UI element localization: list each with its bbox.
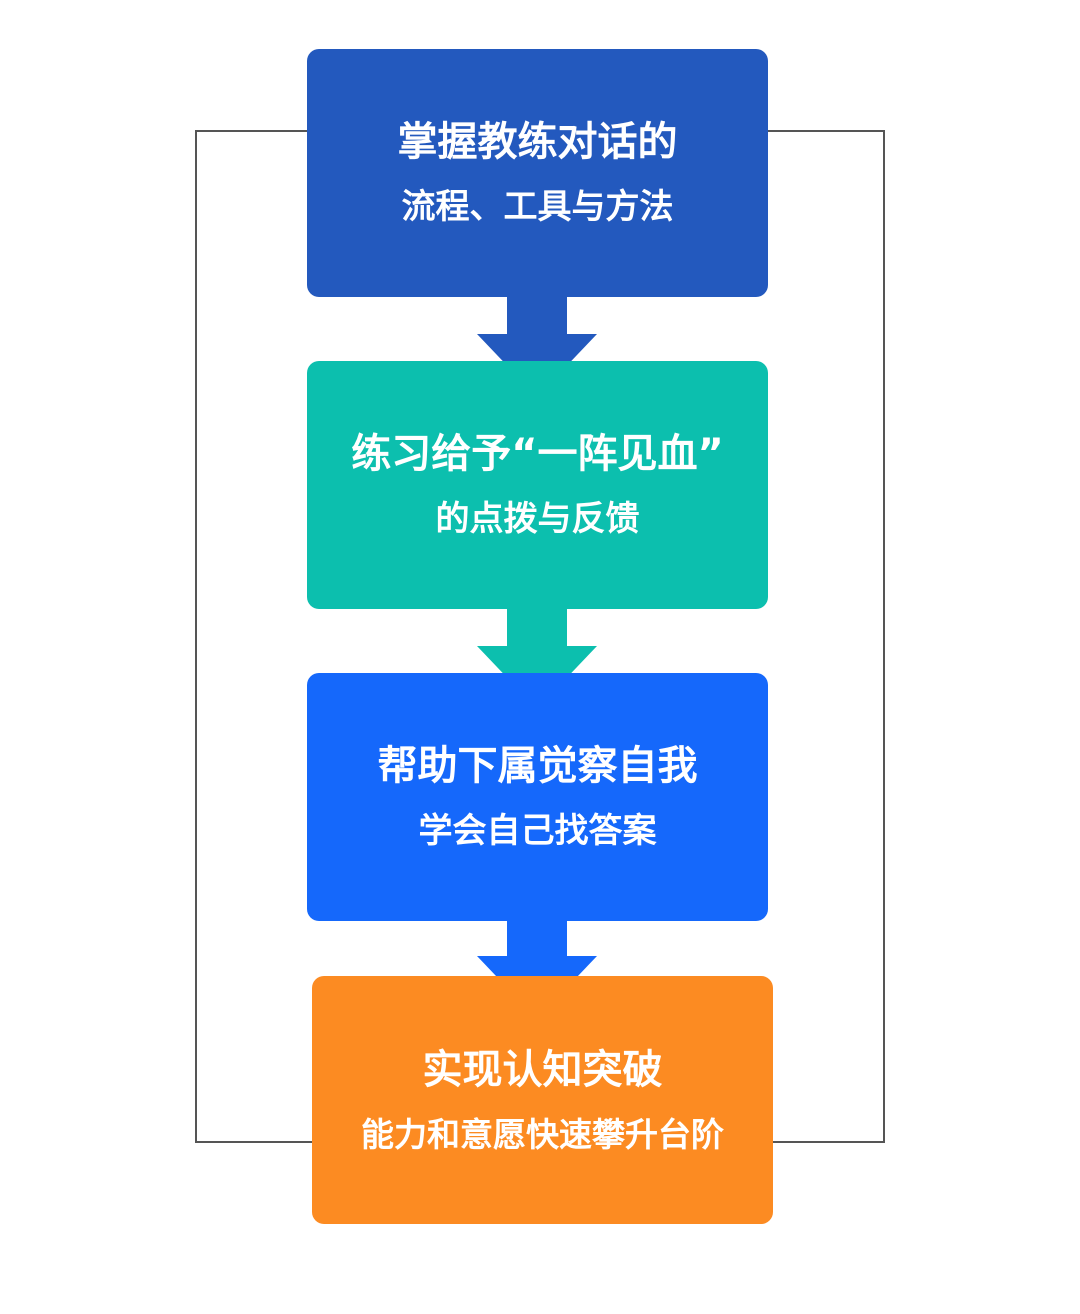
step-3-title: 帮助下属觉察自我 [377,743,698,789]
arrow-step1-to-step2 [477,296,597,397]
step-box-1: 掌握教练对话的 流程、工具与方法 [307,49,768,297]
step-4-title: 实现认知突破 [422,1046,663,1093]
step-1-title: 掌握教练对话的 [397,119,678,165]
arrow-step3-to-step4 [477,920,597,1019]
step-box-3: 帮助下属觉察自我 学会自己找答案 [307,673,768,921]
step-3-subtitle: 学会自己找答案 [418,811,657,851]
step-box-4: 实现认知突破 能力和意愿快速攀升台阶 [312,976,773,1224]
step-box-2: 练习给予“一阵见血” 的点拨与反馈 [307,361,768,609]
arrow-step2-to-step3 [477,608,597,709]
step-4-subtitle: 能力和意愿快速攀升台阶 [361,1114,724,1154]
step-2-subtitle: 的点拨与反馈 [435,499,640,539]
step-1-subtitle: 流程、工具与方法 [401,187,674,227]
step-2-title: 练习给予“一阵见血” [351,431,724,477]
